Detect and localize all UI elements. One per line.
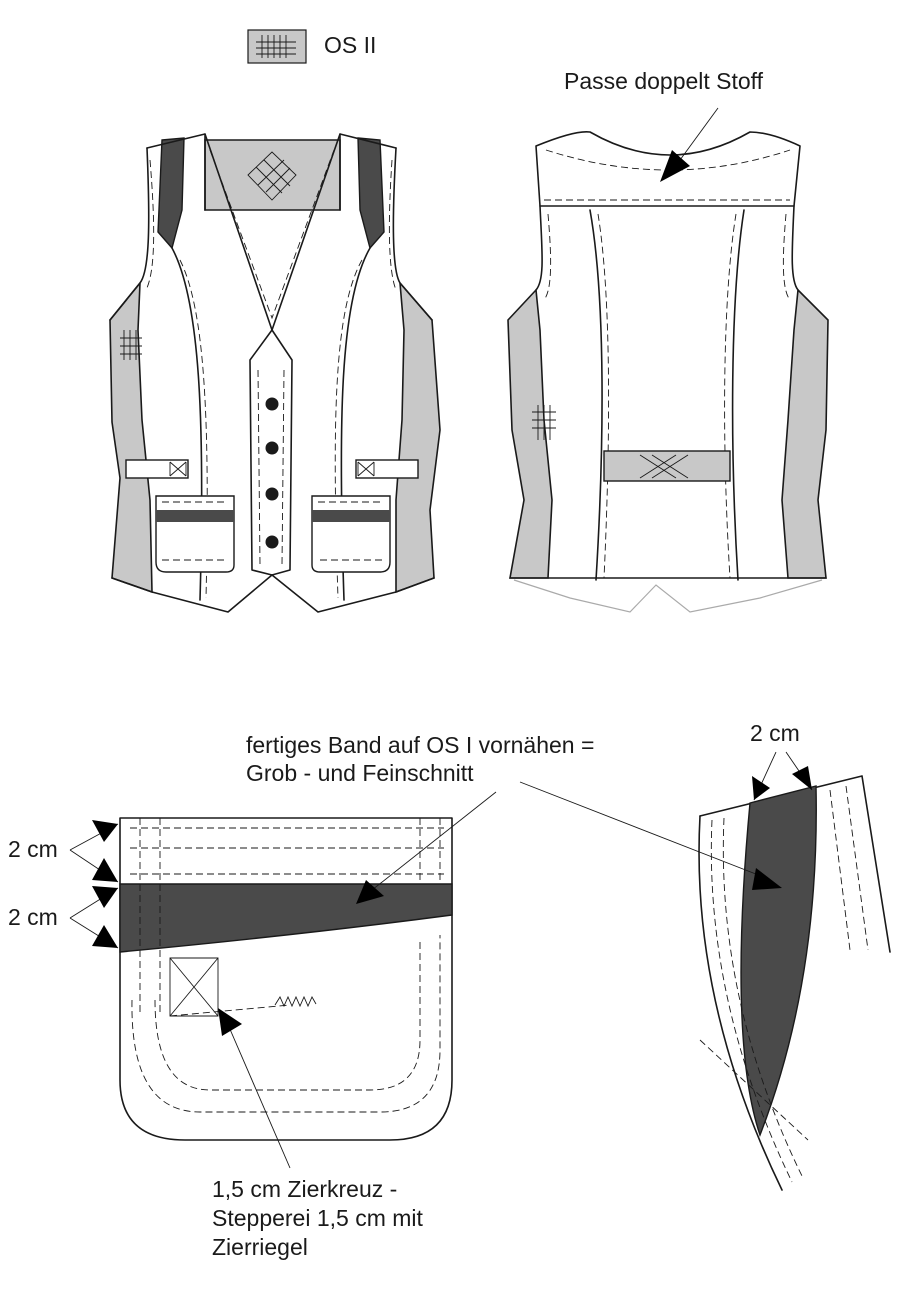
- cross-label-line1: 1,5 cm Zierkreuz -: [212, 1176, 398, 1202]
- vest-front: [109, 133, 441, 613]
- annotation-leaders: [218, 107, 782, 1169]
- pocket-detail: [69, 817, 453, 1141]
- pocket-band: [119, 883, 453, 953]
- back-yoke: [535, 130, 801, 207]
- shoulder-band-detail-band: [740, 785, 817, 1138]
- vest-back: [507, 130, 829, 613]
- back-side-panel-right: [781, 288, 829, 579]
- yoke-label: Passe doppelt Stoff: [564, 68, 764, 94]
- legend-label: OS II: [324, 32, 377, 58]
- shoulder-2cm-label: 2 cm: [750, 720, 800, 746]
- back-side-panel-left: [507, 288, 553, 579]
- shoulder-band-detail: [698, 751, 891, 1191]
- band-label-line1: fertiges Band auf OS I vornähen =: [246, 732, 595, 758]
- front-side-panel-left: [109, 280, 153, 594]
- cross-label-line2: Stepperei 1,5 cm mit: [212, 1205, 423, 1231]
- flap-2cm-label-b: 2 cm: [8, 904, 58, 930]
- legend-swatch: [247, 29, 307, 64]
- back-belt: [603, 450, 731, 482]
- band-label-line2: Grob - und Feinschnitt: [246, 760, 474, 786]
- front-side-panel-right: [395, 280, 441, 594]
- front-shoulder-band-right: [357, 137, 385, 250]
- cross-label-line3: Zierriegel: [212, 1234, 308, 1260]
- front-shoulder-band-left: [157, 137, 185, 250]
- flap-2cm-label-a: 2 cm: [8, 836, 58, 862]
